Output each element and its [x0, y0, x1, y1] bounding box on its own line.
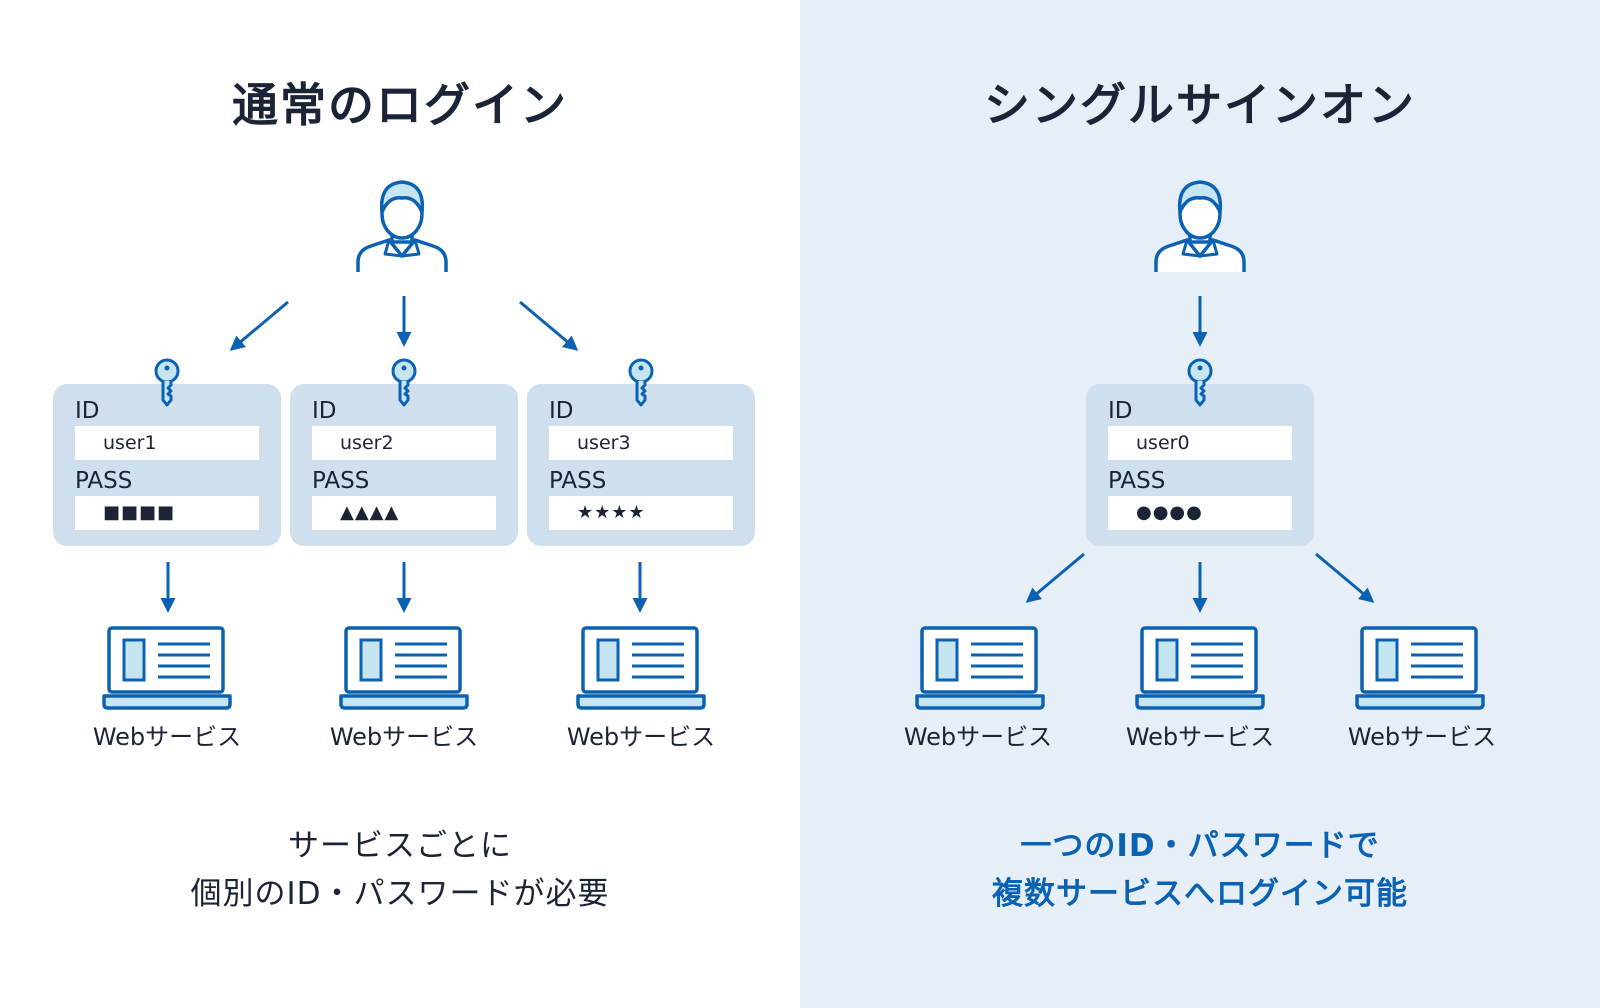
pass-label: PASS	[1108, 468, 1166, 494]
web-service-label: Webサービス	[1347, 723, 1497, 751]
laptop-icon	[1355, 626, 1485, 710]
pass-field: ▲▲▲▲	[312, 496, 496, 530]
web-service-label: Webサービス	[329, 723, 479, 751]
web-service-label: Webサービス	[903, 723, 1053, 751]
laptop-icon	[1135, 626, 1265, 710]
user-field: user1	[75, 426, 259, 460]
user-icon	[356, 180, 448, 272]
arrow-to-service-3	[1315, 552, 1375, 603]
pass-field: ●●●●	[1108, 496, 1292, 530]
user-value: user0	[1136, 432, 1190, 454]
user-field: user3	[549, 426, 733, 460]
user-field: user2	[312, 426, 496, 460]
caption-line-2: 複数サービスへログイン可能	[992, 876, 1408, 912]
pass-field: ★★★★	[549, 496, 733, 530]
sso-caption: 一つのID・パスワードで 複数サービスへログイン可能	[800, 822, 1600, 918]
normal-login-title: 通常のログイン	[232, 78, 568, 132]
id-label: ID	[312, 398, 337, 424]
pass-field: ■■■■	[75, 496, 259, 530]
laptop-icon	[102, 626, 232, 710]
credential-card-2: ID user2 PASS ▲▲▲▲	[290, 384, 518, 546]
pass-label: PASS	[549, 468, 607, 494]
pass-mask: ★★★★	[577, 502, 646, 523]
key-icon	[391, 358, 417, 407]
arrow-to-card-1	[229, 300, 289, 351]
id-label: ID	[549, 398, 574, 424]
web-service-label: Webサービス	[566, 723, 716, 751]
caption-line-1: サービスごとに	[288, 828, 512, 864]
caption-line-1: 一つのID・パスワードで	[1020, 828, 1380, 864]
arrow-to-service-1	[1025, 552, 1085, 603]
key-icon	[154, 358, 180, 407]
web-service-label: Webサービス	[92, 723, 242, 751]
caption-line-2: 個別のID・パスワードが必要	[190, 876, 610, 912]
sso-credential-card: ID user0 PASS ●●●●	[1086, 384, 1314, 546]
key-icon	[628, 358, 654, 407]
user-field: user0	[1108, 426, 1292, 460]
user-icon	[1154, 180, 1246, 272]
laptop-icon	[576, 626, 706, 710]
sso-title: シングルサインオン	[984, 78, 1416, 132]
credential-card-1: ID user1 PASS ■■■■	[53, 384, 281, 546]
pass-mask: ▲▲▲▲	[340, 502, 400, 523]
sso-arrows	[1025, 296, 1375, 613]
arrows-to-cards	[160, 296, 648, 613]
laptop-icon	[915, 626, 1045, 710]
user-value: user1	[103, 432, 157, 454]
normal-login-caption: サービスごとに 個別のID・パスワードが必要	[0, 822, 800, 918]
sso-panel: シングルサインオン ID user0 PASS ●●●●	[800, 0, 1600, 1008]
pass-mask: ●●●●	[1136, 502, 1203, 523]
id-label: ID	[75, 398, 100, 424]
key-icon	[1187, 358, 1213, 407]
id-label: ID	[1108, 398, 1133, 424]
user-value: user3	[577, 432, 631, 454]
pass-mask: ■■■■	[103, 502, 176, 523]
web-service-label: Webサービス	[1125, 723, 1275, 751]
credential-card-3: ID user3 PASS ★★★★	[527, 384, 755, 546]
pass-label: PASS	[312, 468, 370, 494]
pass-label: PASS	[75, 468, 133, 494]
user-value: user2	[340, 432, 394, 454]
laptop-icon	[339, 626, 469, 710]
normal-login-panel: 通常のログイン ID user1 PASS ■■■■ ID user2 PASS	[0, 78, 800, 918]
arrow-to-card-3	[519, 300, 579, 351]
